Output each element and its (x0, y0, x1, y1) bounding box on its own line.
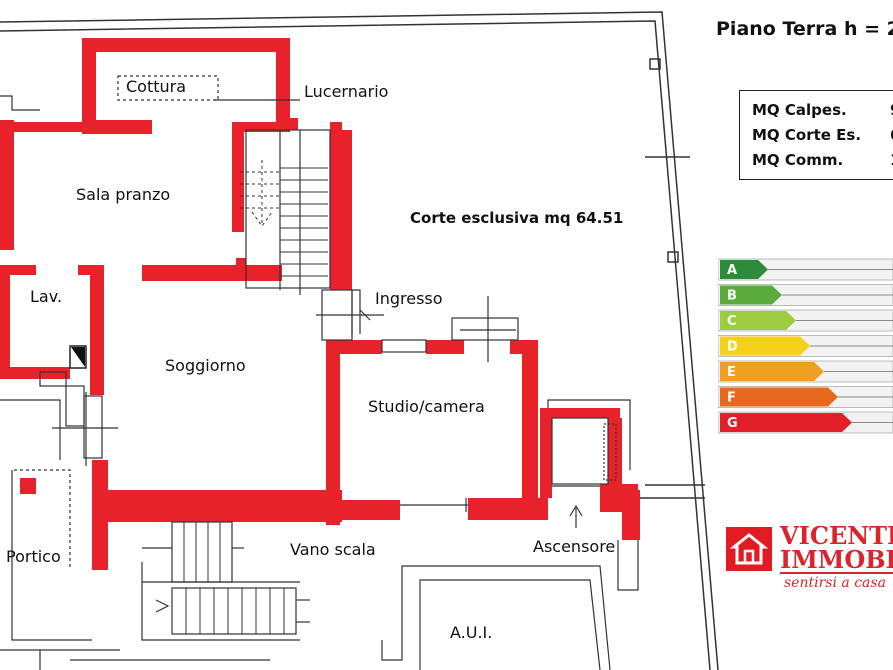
surface-value: 13 (890, 151, 893, 169)
room-label-lucernario: Lucernario (304, 82, 388, 101)
surface-row: MQ Calpes. 9 (752, 101, 893, 119)
logo-tagline: sentirsi a casa (784, 575, 886, 591)
surfaces-table: MQ Calpes. 9 MQ Corte Es. 6 MQ Comm. 13 (739, 90, 893, 180)
energy-class-letter: D (727, 340, 738, 355)
walls (0, 38, 640, 570)
room-label-sala-pranzo: Sala pranzo (76, 185, 170, 204)
energy-class-arrow (720, 285, 782, 305)
energy-class-letter: E (727, 365, 736, 380)
court-boundary (0, 11, 719, 670)
lav-fixture (69, 345, 87, 369)
room-label-portico: Portico (6, 547, 61, 566)
energy-class-arrow (720, 362, 824, 381)
room-label-aui: A.U.I. (450, 623, 492, 642)
room-label-studio: Studio/camera (368, 397, 485, 416)
energy-class-arrow (720, 387, 838, 407)
surface-row: MQ Corte Es. 6 (752, 126, 893, 144)
court-label: Corte esclusiva mq 64.51 (410, 209, 623, 227)
room-label-lav: Lav. (30, 287, 62, 306)
house-icon (729, 533, 769, 565)
surface-label: MQ Corte Es. (752, 126, 862, 144)
energy-class-arrow (720, 413, 852, 432)
energy-class-arrow (720, 311, 796, 330)
logo-mark (726, 527, 772, 571)
room-label-ascensore: Ascensore (533, 537, 615, 556)
plan-lines (0, 75, 639, 670)
energy-class-arrow (720, 336, 810, 356)
logo-line-1: VICENTI (780, 521, 893, 550)
surface-value: 6 (890, 126, 893, 144)
energy-class-letter: A (727, 263, 737, 278)
energy-class-letter: B (727, 289, 737, 304)
energy-class-letter: C (727, 314, 737, 329)
room-label-ingresso: Ingresso (375, 289, 443, 308)
page-title: Piano Terra h = 2 (716, 18, 893, 40)
room-label-cottura: Cottura (126, 77, 186, 96)
surface-label: MQ Calpes. (752, 101, 847, 119)
surface-value: 9 (890, 101, 893, 119)
room-label-vano-scala: Vano scala (290, 540, 376, 559)
surface-label: MQ Comm. (752, 151, 844, 169)
logo-divider (780, 572, 893, 574)
logo-line-2: IMMOBI (780, 545, 893, 574)
energy-class-arrow (720, 260, 768, 279)
energy-class-letter: F (727, 391, 736, 406)
room-label-soggiorno: Soggiorno (165, 356, 246, 375)
energy-class-letter: G (727, 416, 738, 431)
logo-text: VICENTI IMMOBI (780, 524, 893, 572)
surface-row: MQ Comm. 13 (752, 151, 893, 169)
